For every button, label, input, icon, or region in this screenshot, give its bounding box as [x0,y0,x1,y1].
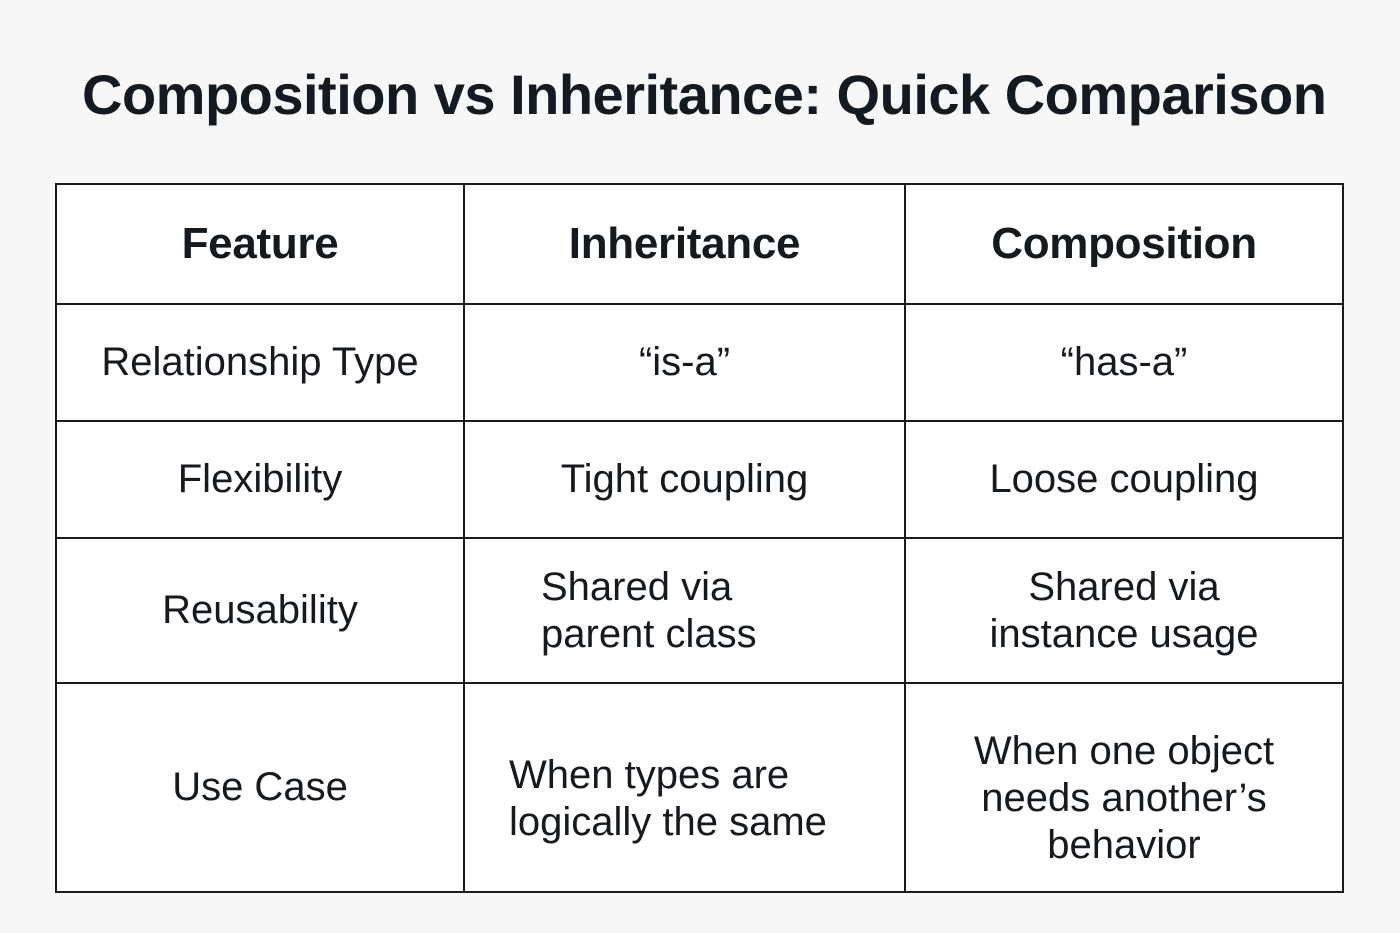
cell-line: instance usage [989,611,1259,656]
cell-line: parent class [541,611,757,656]
cell-line: Shared via [541,564,733,609]
cell-line: When types are [509,752,790,797]
feature-cell: Flexibility [55,420,465,539]
composition-cell: When one object needs another’s behavior [904,682,1344,893]
inheritance-cell: When types are logically the same [463,682,906,893]
comparison-table: Feature Inheritance Composition Relation… [55,183,1344,893]
header-feature: Feature [55,183,465,305]
table-row: Use Case When types are logically the sa… [55,682,1344,893]
cell-line: When one object [973,729,1275,773]
composition-cell: “has-a” [904,303,1344,422]
table-row: Relationship Type “is-a” “has-a” [55,303,1344,422]
feature-cell: Use Case [55,682,465,893]
table-row: Flexibility Tight coupling Loose couplin… [55,420,1344,539]
table-header-row: Feature Inheritance Composition [55,183,1344,305]
cell-line: Shared via [1028,564,1220,609]
table-row: Reusability Shared via parent class Shar… [55,537,1344,684]
inheritance-cell: Tight coupling [463,420,906,539]
header-composition: Composition [904,183,1344,305]
feature-cell: Relationship Type [55,303,465,422]
composition-cell: Shared via instance usage [904,537,1344,684]
feature-cell: Reusability [55,537,465,684]
cell-line: logically the same [509,799,827,844]
cell-line: needs another’s [981,776,1267,820]
cell-line: behavior [1047,823,1201,867]
inheritance-cell: Shared via parent class [463,537,906,684]
header-inheritance: Inheritance [463,183,906,305]
composition-cell: Loose coupling [904,420,1344,539]
inheritance-cell: “is-a” [463,303,906,422]
page-title: Composition vs Inheritance: Quick Compar… [82,63,1327,126]
